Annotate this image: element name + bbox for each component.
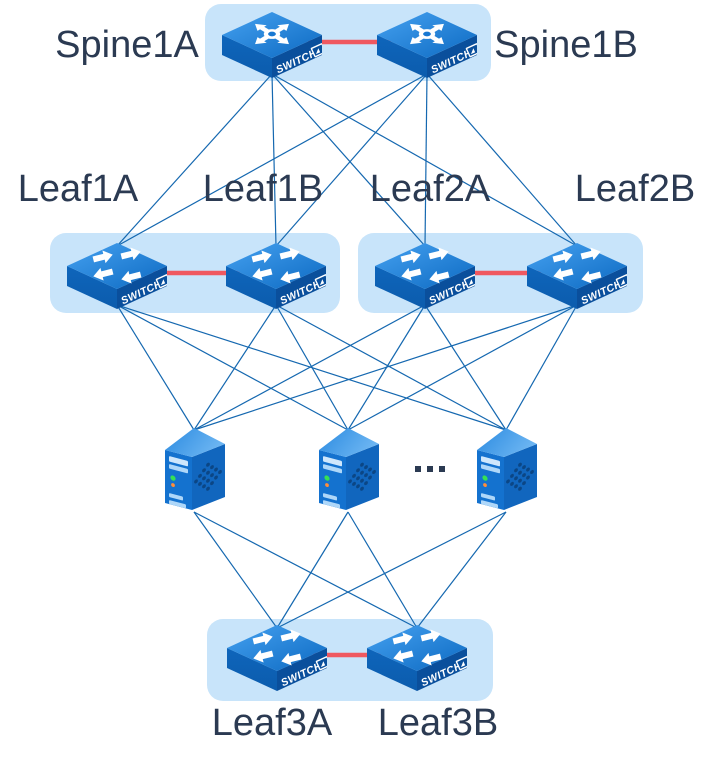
link-Spine1A-Leaf1A [116,73,273,247]
link-Spine1A-Leaf2A [271,73,426,247]
node-label-Leaf2B: Leaf2B [574,168,696,210]
link-Spine1A-Leaf2B [271,73,578,247]
switch-Spine1B: SWITCH [377,12,477,82]
link-server-1-Leaf3A [193,511,278,629]
server-1 [165,428,225,512]
node-label-Spine1A: Spine1A [55,24,199,66]
ellipsis-dot [427,466,433,472]
spine-switch-icon: SWITCH [222,12,322,78]
link-server-2-Leaf3B [347,511,418,629]
server-tower-icon [477,428,537,510]
link-server-3-Leaf3B [416,511,507,629]
node-label-Leaf3B: Leaf3B [377,702,499,744]
switch-Spine1A: SWITCH [222,12,322,82]
link-server-3-Leaf3A [276,511,507,629]
switch-Leaf3B: SWITCH [367,625,467,695]
switch-Leaf1B: SWITCH [226,243,326,313]
lan-switch-icon: SWITCH [227,625,327,691]
link-Leaf2B-server-2 [347,304,578,431]
link-Leaf2A-server-1 [193,304,426,431]
lan-switch-icon: SWITCH [226,243,326,309]
link-Leaf1A-server-1 [116,304,195,431]
node-label-Leaf1A: Leaf1A [17,168,139,210]
link-server-2-Leaf3A [276,511,349,629]
link-Spine1B-Leaf2A [424,73,428,247]
node-label-Spine1B: Spine1B [494,24,638,66]
server-2 [319,428,379,512]
server-3 [477,428,537,512]
node-label-Leaf2A: Leaf2A [369,168,491,210]
link-Leaf2B-server-1 [193,304,578,431]
server-tower-icon [319,428,379,510]
switch-Leaf2A: SWITCH [375,243,475,313]
ellipsis-dot [415,466,421,472]
link-Leaf1B-server-3 [275,304,507,431]
ellipsis-dot [439,466,445,472]
link-Leaf1B-server-2 [275,304,349,431]
node-label-Leaf1B: Leaf1B [202,168,324,210]
link-Spine1B-Leaf1A [116,73,428,247]
link-Leaf1A-server-2 [116,304,349,431]
link-Leaf1B-server-1 [193,304,277,431]
lan-switch-icon: SWITCH [367,625,467,691]
spine-switch-icon: SWITCH [377,12,477,78]
lan-switch-icon: SWITCH [527,243,627,309]
server-tower-icon [165,428,225,510]
link-Spine1B-Leaf2B [426,73,578,247]
lan-switch-icon: SWITCH [375,243,475,309]
lan-switch-icon: SWITCH [67,243,167,309]
link-Spine1A-Leaf1B [271,73,277,247]
link-server-1-Leaf3B [193,511,418,629]
link-Leaf2A-server-3 [424,304,507,431]
switch-Leaf1A: SWITCH [67,243,167,313]
switch-Leaf3A: SWITCH [227,625,327,695]
link-Leaf2B-server-3 [505,304,578,431]
link-Spine1B-Leaf1B [275,73,428,247]
node-label-Leaf3A: Leaf3A [211,702,333,744]
switch-Leaf2B: SWITCH [527,243,627,313]
